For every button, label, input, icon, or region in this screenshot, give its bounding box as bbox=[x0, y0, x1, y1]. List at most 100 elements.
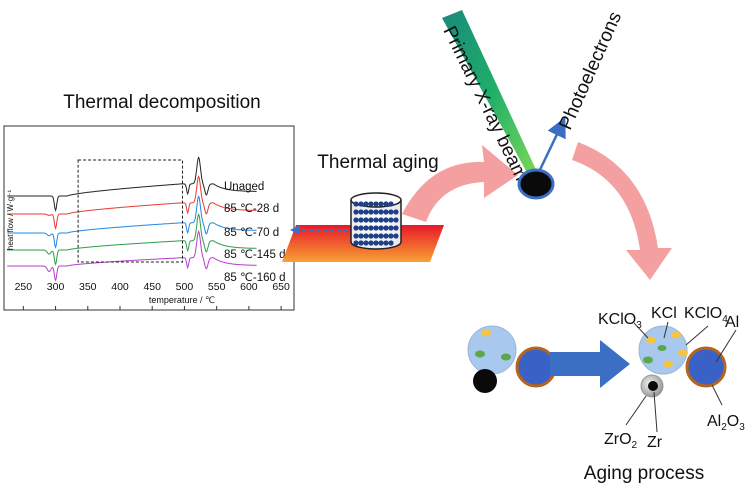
particles-after bbox=[638, 325, 727, 398]
x-tick-label: 450 bbox=[143, 281, 161, 293]
bead bbox=[358, 217, 364, 223]
bead bbox=[358, 233, 364, 239]
x-tick-group: 250 300 350 400 450 500 550 600 650 bbox=[15, 281, 290, 310]
chart-frame bbox=[3, 125, 295, 311]
bead bbox=[388, 225, 394, 231]
bead bbox=[368, 233, 374, 239]
photoelectrons-label: Photoelectrons bbox=[555, 9, 626, 133]
al-label: Al bbox=[725, 314, 739, 331]
series-line bbox=[7, 230, 257, 282]
bead bbox=[378, 233, 384, 239]
legend-label: 85 ℃-28 d bbox=[224, 203, 279, 215]
chart-series-group bbox=[7, 156, 257, 282]
y-axis-label: heat flow / W·g⁻¹ bbox=[6, 190, 15, 251]
bead bbox=[383, 217, 389, 223]
al2o3-label: Al2O3 bbox=[707, 413, 745, 433]
bead bbox=[378, 209, 384, 215]
legend-label: 85 ℃-160 d bbox=[224, 272, 286, 284]
x-tick-label: 550 bbox=[208, 281, 226, 293]
particles-before bbox=[467, 325, 557, 393]
bead bbox=[368, 209, 374, 215]
bead bbox=[378, 201, 384, 207]
zro2-label: ZrO2 bbox=[604, 431, 638, 451]
x-tick-label: 250 bbox=[15, 281, 33, 293]
kclo4-spot bbox=[501, 353, 511, 361]
bead bbox=[373, 201, 379, 207]
bead bbox=[358, 240, 364, 246]
curved-arrow-to-aging bbox=[572, 142, 672, 280]
x-tick-label: 400 bbox=[111, 281, 129, 293]
bead bbox=[393, 233, 399, 239]
x-tick-label: 300 bbox=[47, 281, 65, 293]
dashed-arrow-head-icon bbox=[290, 225, 300, 235]
bead bbox=[373, 209, 379, 215]
bead bbox=[378, 225, 384, 231]
bead bbox=[363, 217, 369, 223]
aluminum-particle-before bbox=[515, 346, 557, 388]
bead bbox=[383, 201, 389, 207]
curved-arrow-to-xps bbox=[402, 145, 518, 222]
bead bbox=[363, 201, 369, 207]
bead bbox=[353, 201, 359, 207]
series-line bbox=[7, 195, 257, 249]
kclo4-label: KClO4 bbox=[684, 305, 728, 325]
legend-label: 85 ℃-145 d bbox=[224, 249, 286, 261]
x-tick-label: 600 bbox=[240, 281, 258, 293]
bead bbox=[388, 209, 394, 215]
x-axis-label: temperature / ℃ bbox=[149, 295, 215, 305]
bead bbox=[358, 201, 364, 207]
sample-cup bbox=[350, 192, 402, 250]
bead bbox=[393, 209, 399, 215]
bead bbox=[393, 225, 399, 231]
x-tick-label: 350 bbox=[79, 281, 97, 293]
bead bbox=[378, 240, 384, 246]
x-tick-label: 650 bbox=[272, 281, 290, 293]
zirconium-particle-before bbox=[473, 369, 497, 393]
legend-label: 85 ℃-70 d bbox=[224, 227, 279, 239]
kcl-spot bbox=[481, 329, 491, 337]
dsc-chart: 250 300 350 400 450 500 550 600 650 temperature … bbox=[3, 125, 295, 311]
sample-beads bbox=[353, 201, 399, 246]
legend-group: Unaged 85 ℃-28 d 85 ℃-70 d 85 ℃-145 d 85 ℃-1… bbox=[224, 181, 286, 284]
bead bbox=[353, 209, 359, 215]
zr-label: Zr bbox=[647, 434, 663, 451]
legend-label: Unaged bbox=[224, 181, 264, 193]
bead bbox=[353, 217, 359, 223]
bead bbox=[378, 217, 384, 223]
bead bbox=[368, 225, 374, 231]
bead bbox=[383, 225, 389, 231]
kclo3-label: KClO3 bbox=[598, 311, 642, 331]
bead bbox=[393, 217, 399, 223]
oxidizer-particle-before bbox=[467, 325, 517, 375]
bead bbox=[388, 201, 394, 207]
bead bbox=[363, 209, 369, 215]
bead bbox=[388, 240, 394, 246]
thermal-decomposition-title: Thermal decomposition bbox=[63, 92, 260, 113]
leader-lines bbox=[625, 321, 737, 433]
kcl-label: KCl bbox=[651, 305, 677, 322]
bead bbox=[353, 240, 359, 246]
aging-process-label: Aging process bbox=[584, 463, 704, 484]
highlight-box bbox=[77, 159, 184, 263]
bead bbox=[388, 233, 394, 239]
bead bbox=[373, 225, 379, 231]
bead bbox=[383, 209, 389, 215]
aging-arrow bbox=[550, 340, 630, 388]
bead bbox=[363, 233, 369, 239]
series-line bbox=[7, 213, 257, 266]
bead bbox=[358, 209, 364, 215]
bead bbox=[353, 233, 359, 239]
bead bbox=[358, 225, 364, 231]
bead bbox=[373, 240, 379, 246]
bead bbox=[383, 240, 389, 246]
zr-core bbox=[648, 381, 658, 391]
bead bbox=[368, 201, 374, 207]
series-line bbox=[7, 156, 257, 212]
bead bbox=[383, 233, 389, 239]
bead bbox=[373, 217, 379, 223]
bead bbox=[368, 217, 374, 223]
series-line bbox=[7, 175, 257, 230]
x-tick-label: 500 bbox=[176, 281, 194, 293]
kclo4-spot bbox=[475, 350, 485, 358]
bead bbox=[363, 225, 369, 231]
